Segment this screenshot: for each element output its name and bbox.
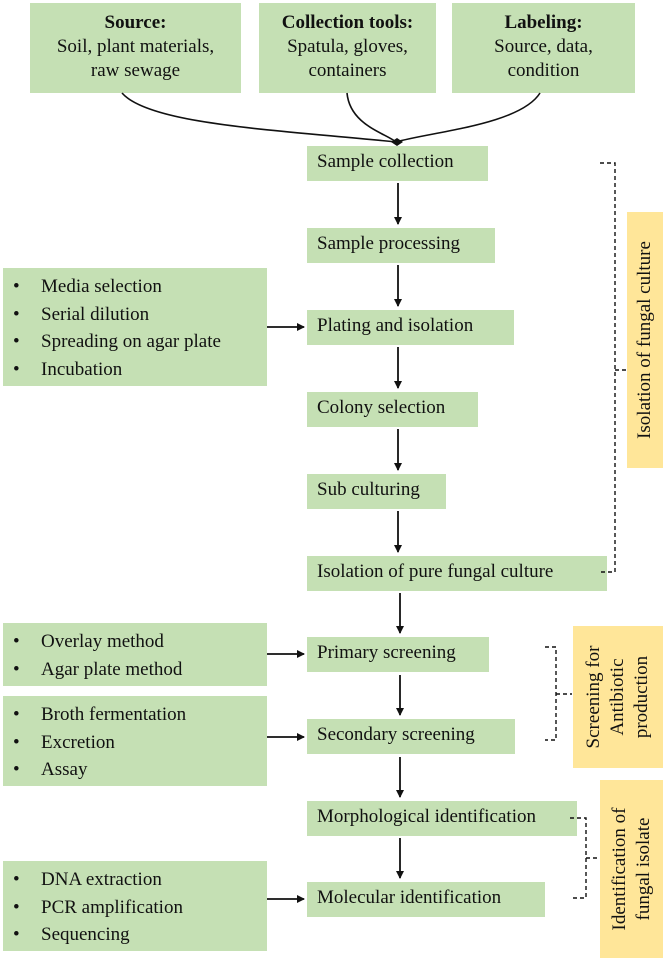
step-plating-isolation: Plating and isolation <box>307 310 514 345</box>
merge-curve-labeling <box>395 92 541 143</box>
merge-curve-tools <box>346 92 397 143</box>
step-molecular-identification: Molecular identification <box>307 882 545 917</box>
collection-tools-line1: Spatula, gloves, <box>287 36 408 57</box>
step-sample-processing: Sample processing <box>307 228 495 263</box>
source-line2: raw sewage <box>90 60 181 81</box>
list-item: Assay <box>13 756 267 784</box>
bracket-screening <box>545 646 557 741</box>
phase-label-identification: Identification of fungal isolate <box>600 780 663 958</box>
list-item: DNA extraction <box>13 866 267 894</box>
secondary-screening-list: Broth fermentation Excretion Assay <box>3 696 267 786</box>
collection-tools-line2: containers <box>308 60 387 81</box>
step-isolation-pure-culture: Isolation of pure fungal culture <box>307 556 607 591</box>
merge-point <box>391 138 403 146</box>
bracket-identification <box>570 817 587 899</box>
source-line1: Soil, plant materials, <box>56 36 215 57</box>
phase-label-isolation: Isolation of fungal culture <box>627 212 663 468</box>
primary-screening-list: Overlay method Agar plate method <box>3 623 267 686</box>
molecular-identification-list: DNA extraction PCR amplification Sequenc… <box>3 861 267 951</box>
labeling-title: Labeling: <box>504 12 583 33</box>
step-colony-selection: Colony selection <box>307 392 478 427</box>
list-item: PCR amplification <box>13 894 267 922</box>
step-morphological-identification: Morphological identification <box>307 801 577 836</box>
source-box: Source: Soil, plant materials, raw sewag… <box>30 3 241 93</box>
labeling-line2: condition <box>507 60 580 81</box>
labeling-box: Labeling: Source, data, condition <box>452 3 635 93</box>
step-sub-culturing: Sub culturing <box>307 474 446 509</box>
list-item: Incubation <box>13 356 267 384</box>
step-secondary-screening: Secondary screening <box>307 719 515 754</box>
merge-curve-source <box>121 92 397 143</box>
list-item: Overlay method <box>13 628 267 656</box>
collection-tools-box: Collection tools: Spatula, gloves, conta… <box>259 3 436 93</box>
list-item: Sequencing <box>13 921 267 949</box>
list-item: Media selection <box>13 273 267 301</box>
list-item: Spreading on agar plate <box>13 328 267 356</box>
bracket-isolation <box>598 162 616 573</box>
phase-label-screening: Screening for Antibiotic production <box>573 626 663 768</box>
plating-details-list: Media selection Serial dilution Spreadin… <box>3 268 267 386</box>
list-item: Excretion <box>13 729 267 757</box>
list-item: Serial dilution <box>13 301 267 329</box>
labeling-line1: Source, data, <box>494 36 593 57</box>
source-title: Source: <box>104 12 167 33</box>
list-item: Broth fermentation <box>13 701 267 729</box>
collection-tools-title: Collection tools: <box>281 12 414 33</box>
step-primary-screening: Primary screening <box>307 637 489 672</box>
step-sample-collection: Sample collection <box>307 146 488 181</box>
list-item: Agar plate method <box>13 656 267 684</box>
